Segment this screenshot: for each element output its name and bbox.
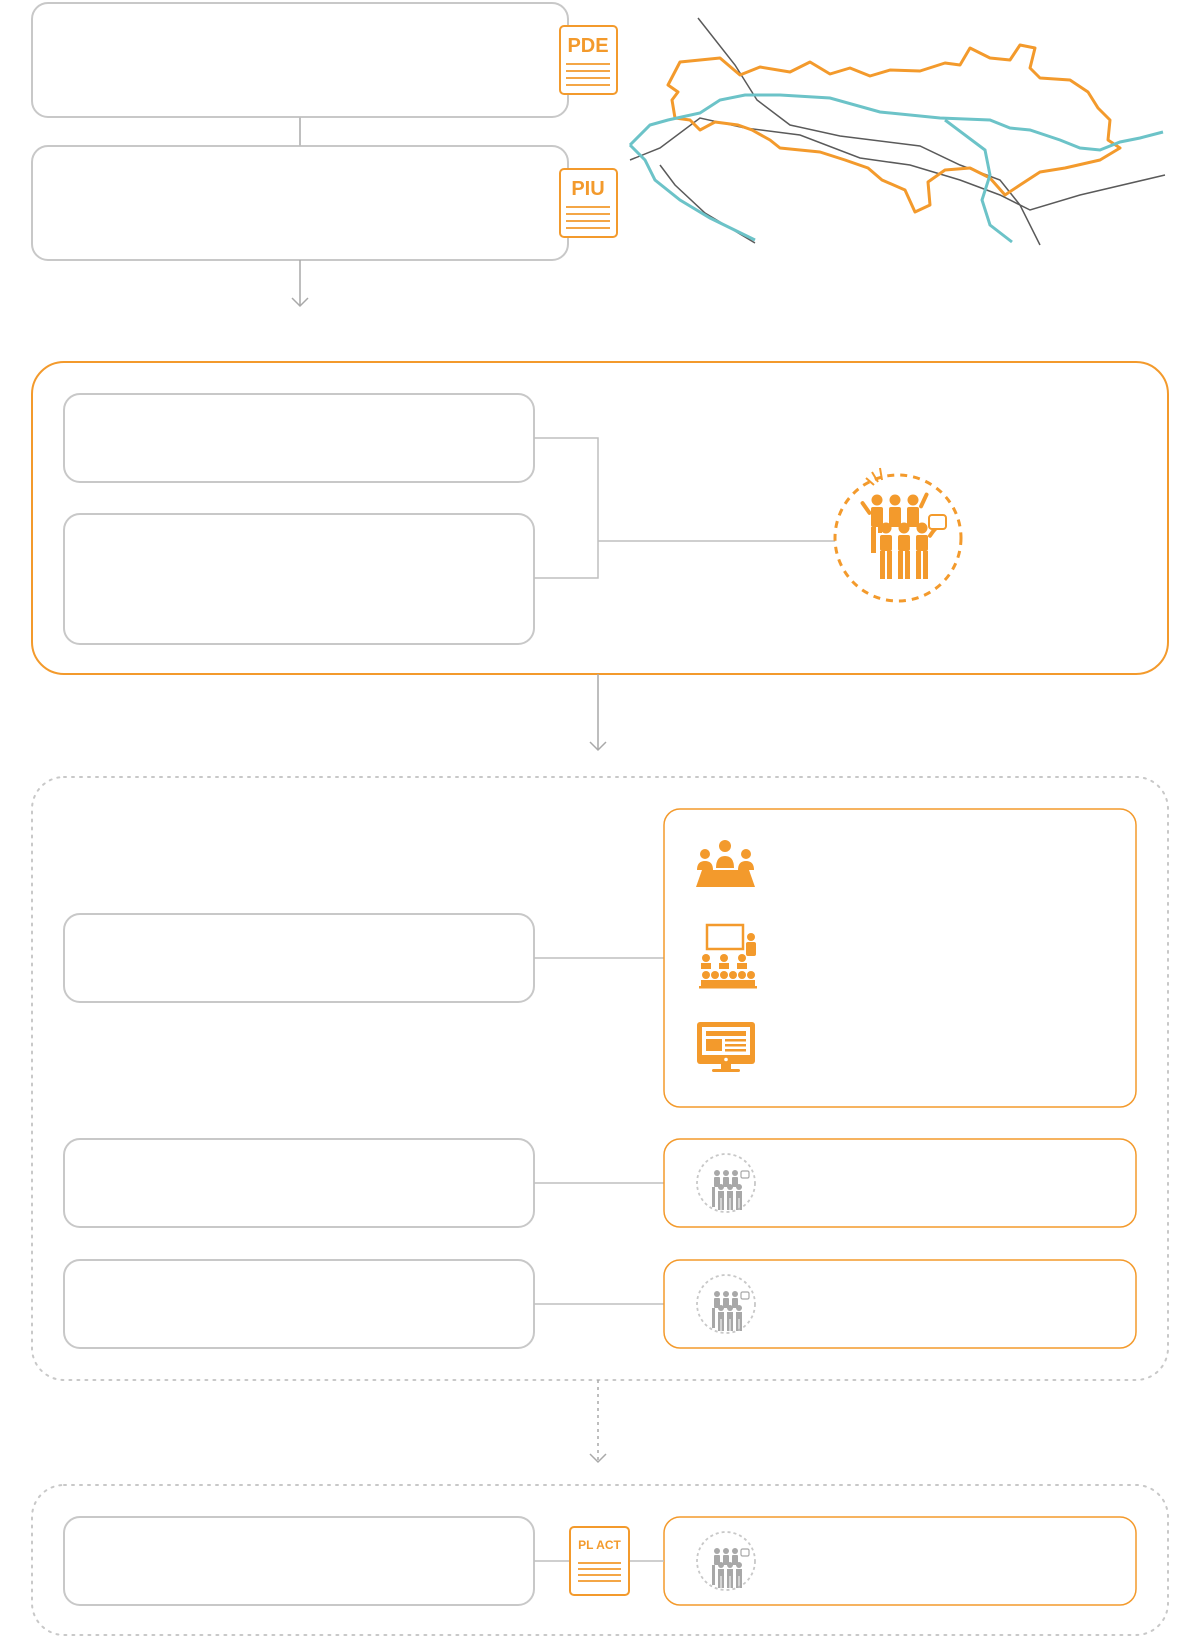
map-river-branch-1 xyxy=(628,143,756,242)
participation-small-icon-2 xyxy=(696,1274,756,1334)
computer-monitor-icon xyxy=(697,1022,755,1072)
people-assembly-icon xyxy=(860,467,947,579)
map-boundary xyxy=(666,43,1122,214)
approval-frame xyxy=(31,1484,1169,1636)
arrow-down-icon xyxy=(589,1453,607,1464)
participation-section xyxy=(31,361,1169,752)
pl-act-document-icon: PL ACT xyxy=(569,1526,630,1596)
approval-box xyxy=(63,1516,535,1606)
consultation-frame xyxy=(31,776,1169,1381)
audience-presentation-icon xyxy=(699,923,757,989)
consultation-section xyxy=(31,776,1169,1464)
result-panel-1 xyxy=(663,1138,1137,1228)
meeting-table-icon xyxy=(696,840,755,887)
participation-frame xyxy=(31,361,1169,675)
arrow-down-icon xyxy=(589,741,607,752)
participation-box-2 xyxy=(63,513,535,645)
participation-small-icon-3 xyxy=(696,1531,756,1591)
result-panel-2 xyxy=(663,1259,1137,1349)
consultation-box-3 xyxy=(63,1259,535,1349)
approval-section: PL ACT xyxy=(31,1484,1169,1636)
consultation-box-2 xyxy=(63,1138,535,1228)
consultation-box-1 xyxy=(63,913,535,1003)
pde-box xyxy=(31,2,569,118)
pl-act-label: PL ACT xyxy=(578,1538,621,1552)
pde-label: PDE xyxy=(567,35,608,57)
participation-box-1 xyxy=(63,393,535,483)
top-section: PDE PIU xyxy=(31,2,1166,308)
map-road-3 xyxy=(659,164,756,244)
piu-label: PIU xyxy=(571,178,604,200)
pde-document-icon: PDE xyxy=(559,25,618,95)
map-river-branch-2 xyxy=(944,118,1013,244)
piu-document-icon: PIU xyxy=(559,168,618,238)
map-road-1 xyxy=(697,17,1041,246)
bracket-connector xyxy=(534,437,599,579)
area-map xyxy=(628,17,1166,246)
map-river-main xyxy=(628,93,1164,152)
arrow-down-icon xyxy=(291,297,309,308)
piu-box xyxy=(31,145,569,261)
participation-small-icon-1 xyxy=(696,1153,756,1213)
methods-panel xyxy=(663,808,1137,1108)
